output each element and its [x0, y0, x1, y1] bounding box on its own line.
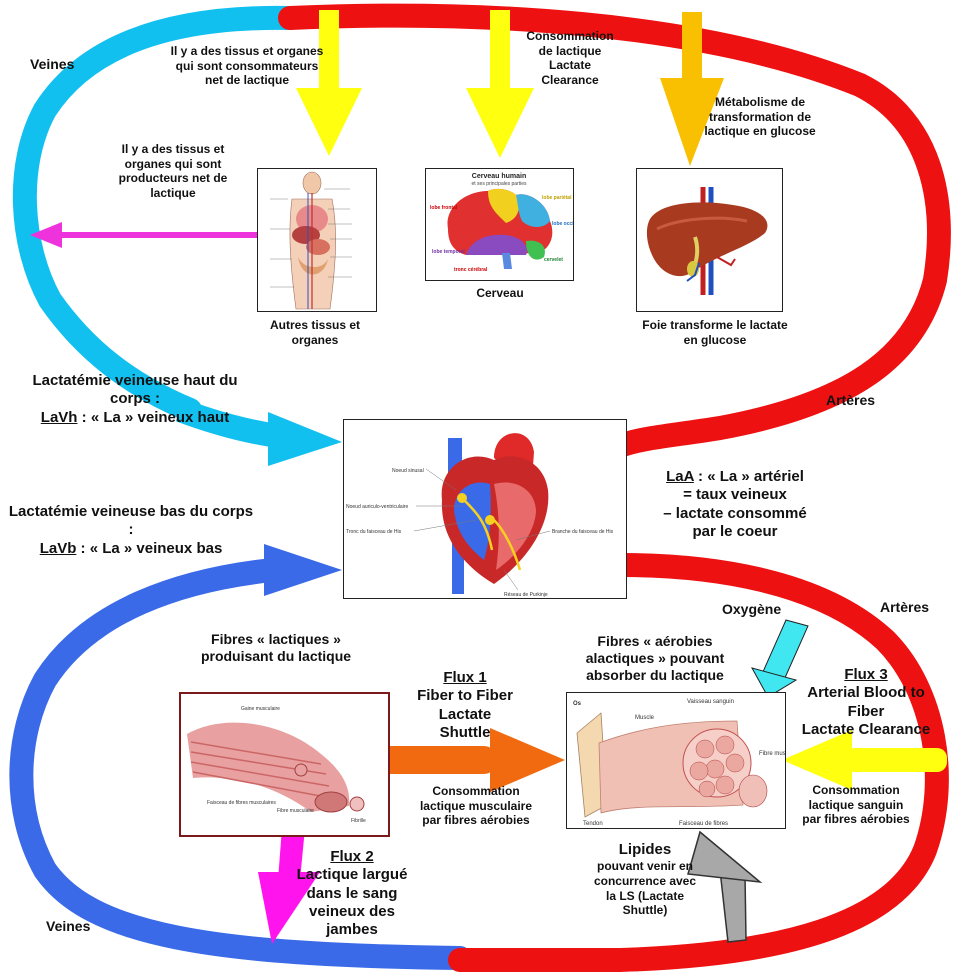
flux3-consommation-label: Consommation lactique sanguin par fibres…	[802, 783, 910, 827]
heart-image: Noeud sinusal Noeud auriculo-ventriculai…	[343, 419, 627, 599]
fibres-aerobies-label: Fibres « aérobies alactiques » pouvant a…	[585, 633, 725, 684]
tissus-consommateurs-label: Il y a des tissus et organes qui sont co…	[170, 44, 324, 88]
flux1-label: Flux 1 Fiber to Fiber Lactate Shuttle	[400, 669, 530, 742]
heart-branche-his-label: Branche du faisceau de His	[552, 529, 614, 535]
muscle2-tendon-label: Tendon	[583, 821, 603, 827]
yellow-arrow-center	[466, 10, 534, 158]
flux1-title: Flux 1	[443, 669, 487, 686]
arteres-top-label: Artères	[826, 392, 876, 408]
oxygen-arrow	[750, 619, 809, 698]
flux2-arrow	[258, 828, 320, 944]
lavb-arrow-head	[264, 544, 342, 596]
oxygene-label: Oxygène	[722, 601, 782, 617]
fibres-lactiques-label: Fibres « lactiques » produisant du lacti…	[200, 631, 352, 665]
lipides-label: Lipides pouvant venir en concurrence ave…	[590, 841, 700, 918]
muscle1-fibre-label: Fibre musculaire	[277, 808, 314, 814]
consommation-clearance-label: Consommation de lactique Lactate Clearan…	[526, 29, 614, 87]
lower-vein-loop	[9, 558, 472, 970]
liver-image	[636, 168, 783, 312]
lavb-label: Lactatémie veineuse bas du corps : LaVb …	[8, 503, 254, 557]
autres-tissus-caption: Autres tissus et organes	[269, 318, 361, 347]
brain-title: Cerveau humain	[472, 173, 526, 180]
flux3-title: Flux 3	[844, 666, 888, 683]
brain-cervelet-label: cervelet	[544, 257, 563, 263]
muscle1-gaine-label: Gaine musculaire	[241, 706, 280, 712]
metabolisme-label: Métabolisme de transformation de lactiqu…	[704, 95, 816, 139]
flux1-arrow	[378, 728, 565, 792]
flux3-arrow	[782, 730, 947, 790]
lavh-arrow-head	[268, 412, 342, 466]
arteres-bottom-label: Artères	[880, 599, 930, 615]
lavh-abbr: LaVh	[40, 408, 78, 426]
cerveau-caption: Cerveau	[476, 286, 524, 300]
brain-parietal-label: lobe pariétal	[542, 195, 572, 201]
veines-bottom-label: Veines	[46, 918, 91, 934]
muscle1-faisceau-label: Faisceau de fibres musculaires	[207, 800, 276, 806]
aerobic-fibres-image: Os Muscle Vaisseau sanguin Fibre muscula…	[566, 692, 786, 829]
lipides-arrow	[687, 830, 763, 943]
heart-noeud-sinusal-label: Noeud sinusal	[392, 468, 424, 474]
flux1-consommation-label: Consommation lactique musculaire par fib…	[419, 784, 533, 828]
laa-label: LaA : « La » artériel = taux veineux – l…	[663, 468, 807, 540]
brain-image: Cerveau humain et ses principales partie…	[425, 168, 574, 281]
flux2-title: Flux 2	[330, 848, 374, 865]
upper-vein-loop	[12, 5, 302, 422]
lavh-label: Lactatémie veineuse haut du corps : LaVh…	[32, 372, 238, 426]
lipides-title: Lipides	[618, 841, 672, 858]
gold-arrow-right	[660, 12, 724, 166]
flux3-label: Flux 3 Arterial Blood to Fiber Lactate C…	[780, 666, 952, 739]
magenta-arrow-producers	[30, 222, 262, 248]
muscle2-muscle-label: Muscle	[635, 715, 655, 721]
muscle2-vaisseau-label: Vaisseau sanguin	[687, 699, 734, 705]
muscle2-fibre-label: Fibre musculaire	[759, 751, 785, 757]
muscle2-os-label: Os	[573, 701, 582, 707]
tissus-producteurs-label: Il y a des tissus et organes qui sont pr…	[118, 142, 228, 200]
brain-frontal-label: lobe frontal	[430, 205, 458, 211]
flux2-label: Flux 2 Lactique largué dans le sang vein…	[282, 848, 422, 939]
lavb-abbr: LaVb	[39, 539, 77, 557]
heart-noeud-av-label: Noeud auriculo-ventriculaire	[346, 504, 408, 510]
muscle2-faisceau-label: Faisceau de fibres	[679, 821, 728, 827]
yellow-arrow-left	[296, 10, 362, 156]
foie-caption: Foie transforme le lactate en glucose	[642, 318, 788, 347]
muscle1-fibrille-label: Fibrille	[351, 818, 366, 824]
heart-purkinje-label: Réseau de Purkinje	[504, 592, 548, 598]
brain-tronc-label: tronc cérébral	[454, 267, 488, 273]
body-organs-image	[257, 168, 377, 312]
upper-artery-loop	[278, 3, 951, 458]
lactic-fibres-image: Gaine musculaire Faisceau de fibres musc…	[179, 692, 390, 837]
brain-subtitle: et ses principales parties	[471, 181, 527, 187]
brain-occipital-label: lobe occipital	[552, 221, 573, 227]
brain-temporal-label: lobe temporal	[432, 249, 465, 255]
heart-tronc-his-label: Tronc du faisceau de His	[346, 529, 402, 535]
veines-top-label: Veines	[30, 56, 75, 72]
laa-abbr: LaA	[666, 468, 694, 485]
